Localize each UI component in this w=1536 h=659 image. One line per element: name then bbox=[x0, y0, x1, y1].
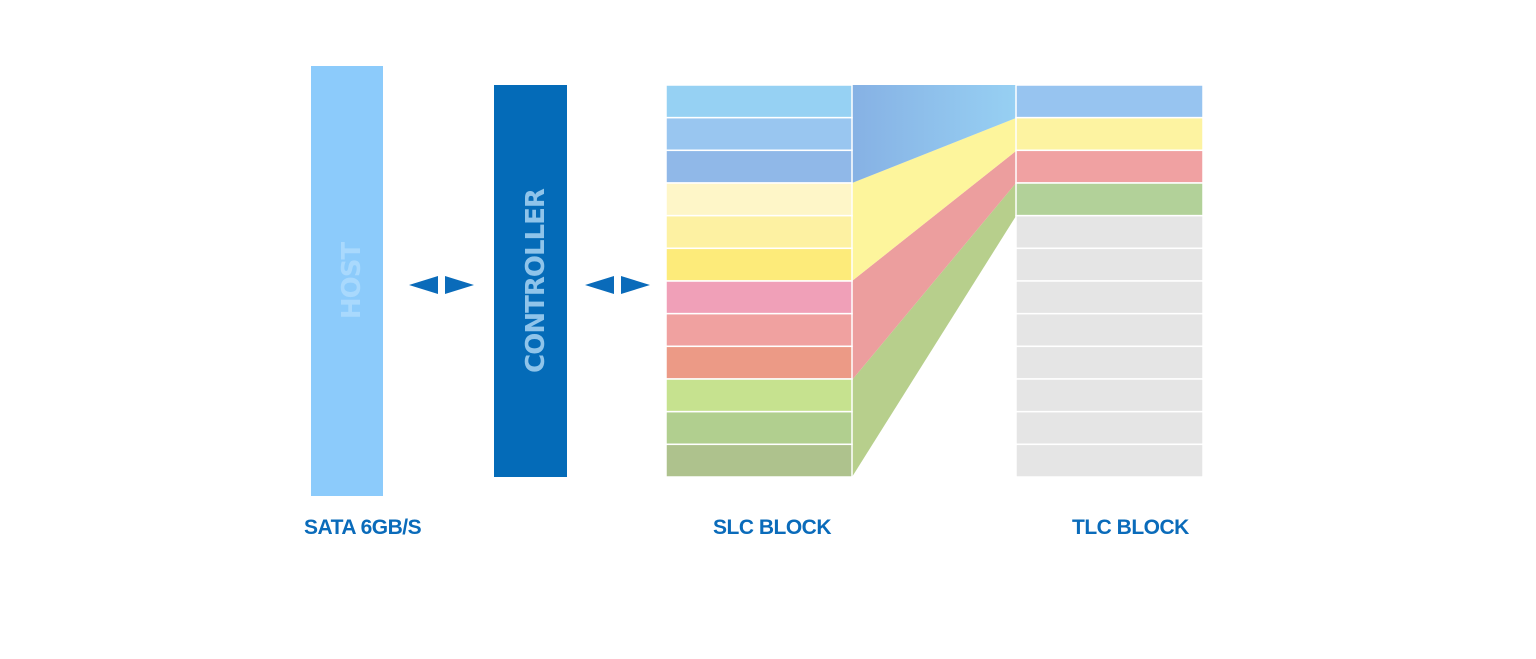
host-label: HOST bbox=[337, 242, 367, 320]
tlc-cell bbox=[1015, 312, 1204, 348]
controller-label: CONTROLLER bbox=[521, 188, 551, 373]
tlc-cell bbox=[1015, 345, 1204, 380]
tlc-cell bbox=[1015, 410, 1204, 446]
tlc-block bbox=[1015, 84, 1204, 478]
tlc-cell bbox=[1015, 149, 1204, 184]
slc-cell bbox=[665, 443, 853, 478]
host-controller-arrows bbox=[409, 276, 474, 294]
slc-cell bbox=[665, 247, 853, 282]
host-bar bbox=[311, 66, 383, 496]
slc-cell bbox=[665, 410, 853, 446]
slc-cell bbox=[665, 116, 853, 152]
slc-cell bbox=[665, 312, 853, 348]
slc-cell bbox=[665, 84, 853, 119]
tlc-cell bbox=[1015, 116, 1204, 152]
slc-to-tlc-connectors bbox=[852, 85, 1016, 477]
slc-cell bbox=[665, 149, 853, 184]
tlc-cell bbox=[1015, 247, 1204, 282]
interface-caption: SATA 6GB/S bbox=[304, 516, 422, 539]
tlc-cell bbox=[1015, 214, 1204, 250]
tlc-cell bbox=[1015, 443, 1204, 478]
slc-cell bbox=[665, 214, 853, 250]
tlc-block-caption: TLC BLOCK bbox=[1072, 516, 1189, 539]
controller-bar bbox=[494, 85, 567, 477]
arrow-right-icon bbox=[445, 276, 474, 294]
arrow-left-icon bbox=[585, 276, 614, 294]
tlc-cell bbox=[1015, 280, 1204, 315]
controller-block: CONTROLLER bbox=[494, 85, 567, 477]
slc-cell bbox=[665, 345, 853, 380]
tlc-cell bbox=[1015, 84, 1204, 119]
arrow-left-icon bbox=[409, 276, 438, 294]
tlc-cell bbox=[1015, 378, 1204, 413]
slc-cell bbox=[665, 182, 853, 217]
connector-blue bbox=[852, 85, 1016, 183]
arrow-right-icon bbox=[621, 276, 650, 294]
slc-cell bbox=[665, 280, 853, 315]
connector-red bbox=[852, 151, 1016, 380]
slc-block-caption: SLC BLOCK bbox=[713, 516, 831, 539]
slc-block bbox=[665, 84, 853, 478]
host-block: HOST bbox=[311, 66, 383, 496]
slc-cell bbox=[665, 378, 853, 413]
tlc-cell bbox=[1015, 182, 1204, 217]
connector-green bbox=[852, 183, 1016, 477]
connector-yellow bbox=[852, 118, 1016, 281]
controller-slc-arrows bbox=[585, 276, 650, 294]
